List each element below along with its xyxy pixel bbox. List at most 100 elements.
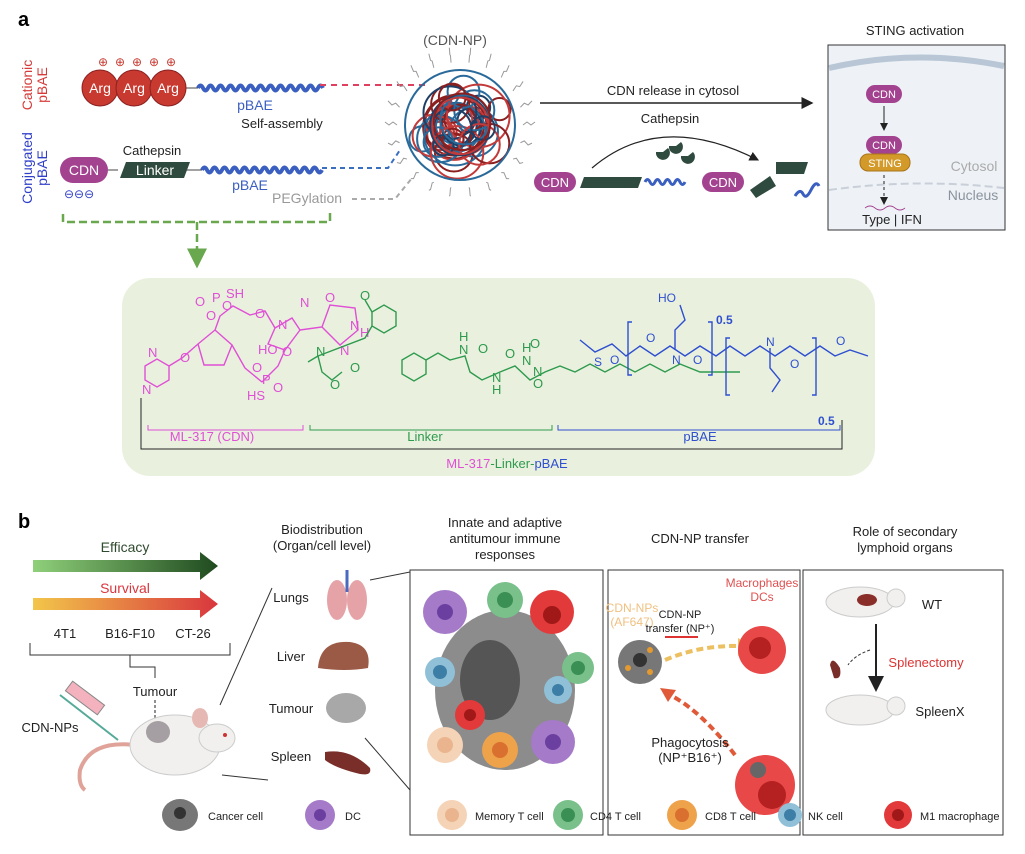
- peg-chain: [448, 47, 452, 63]
- cleavage-arrow: [591, 136, 760, 169]
- transfer-title: CDN-NP transfer: [651, 531, 750, 546]
- legend-m1-macrophage: M1 macrophage: [884, 801, 1000, 829]
- panel-a-letter: a: [18, 9, 30, 31]
- immune-title-3: responses: [475, 547, 535, 562]
- cell-membrane: [828, 54, 1005, 71]
- conjugate-name: ML-317-Linker-pBAE: [446, 456, 568, 471]
- peg-chain: [468, 187, 472, 197]
- linker-atoms: O N O O H N O O N H H N O O N: [316, 288, 543, 397]
- svg-text:N: N: [142, 382, 151, 397]
- svg-text:O: O: [505, 346, 515, 361]
- tumour-label: Tumour: [133, 684, 178, 699]
- model-b16f10: B16-F10: [105, 626, 155, 641]
- peg-chain: [485, 181, 492, 191]
- svg-text:O: O: [252, 360, 262, 375]
- linker-fragment-2: [776, 162, 808, 174]
- immune-title-2: antitumour immune: [449, 531, 560, 546]
- dna-icon: [864, 205, 906, 211]
- peg-chain: [522, 121, 536, 126]
- svg-text:0.5: 0.5: [818, 414, 835, 428]
- svg-text:NK cell: NK cell: [808, 811, 843, 823]
- immune-title-1: Innate and adaptive: [448, 515, 562, 530]
- svg-text:Cationic: Cationic: [19, 60, 35, 111]
- nanoparticle-label: (CDN-NP): [423, 32, 487, 48]
- pegylation-label: PEGylation: [272, 190, 342, 206]
- sting-title: STING activation: [866, 23, 964, 38]
- svg-text:O: O: [222, 298, 232, 313]
- phagocytosis-arrow: [669, 693, 737, 757]
- svg-text:O: O: [350, 360, 360, 375]
- svg-text:O: O: [530, 336, 540, 351]
- svg-text:M1 macrophage: M1 macrophage: [920, 811, 1000, 823]
- svg-text:N: N: [766, 335, 775, 349]
- peg-chain: [512, 81, 524, 92]
- conjugate-bracket: [61, 212, 332, 262]
- svg-text:⊕: ⊕: [115, 55, 125, 69]
- nucleus-label: Nucleus: [948, 187, 999, 203]
- sting-activation-box: [827, 44, 1006, 231]
- svg-text:O: O: [195, 294, 205, 309]
- svg-text:O: O: [646, 331, 655, 345]
- pbae-structure: [579, 304, 869, 396]
- phagocytosis-label: Phagocytosis: [651, 735, 729, 750]
- cdn-nanoparticle: [384, 47, 536, 197]
- sting-cdn-2: [866, 136, 902, 154]
- positive-charges: ⊕ ⊕ ⊕ ⊕ ⊕: [98, 55, 176, 69]
- svg-text:pBAE: pBAE: [34, 150, 50, 186]
- pbae-label-2: pBAE: [232, 177, 268, 193]
- liver-icon: [318, 641, 369, 670]
- svg-text:O: O: [610, 353, 619, 367]
- svg-text:Arg: Arg: [89, 80, 111, 96]
- spleen-icon: [325, 751, 371, 775]
- peg-chain: [396, 157, 408, 164]
- tumour-microenvironment: [423, 582, 594, 770]
- svg-text:H: H: [492, 382, 501, 397]
- svg-text:N: N: [533, 364, 542, 379]
- svg-text:N: N: [278, 317, 287, 332]
- svg-text:S: S: [594, 355, 602, 369]
- conjugate-full-bracket: [140, 398, 843, 450]
- transfer-label-1: CDN-NP: [659, 609, 702, 621]
- svg-text:⊕: ⊕: [132, 55, 142, 69]
- ml317-atoms: N N O O O P SH O O P O HS HO O O N N O N…: [142, 286, 369, 403]
- linker-structure: [307, 299, 740, 382]
- cdn-pill: [60, 157, 108, 183]
- sting-label: STING: [868, 158, 902, 170]
- release-label: CDN release in cytosol: [607, 83, 739, 98]
- legend: Cancer cell DC Memory T cell CD4 T cell …: [162, 799, 1000, 831]
- conjugated-pbae-label: Conjugated pBAE: [19, 132, 50, 204]
- svg-text:HO: HO: [658, 291, 676, 305]
- svg-text:O: O: [206, 308, 216, 323]
- ml317-bracket-label: ML-317 (CDN): [170, 429, 255, 444]
- peg-chain: [428, 181, 435, 191]
- ifn-label: Type | IFN: [862, 212, 922, 227]
- af647-label: (AF647): [610, 615, 653, 629]
- biodistribution-title: Biodistribution: [281, 522, 363, 537]
- legend-cancer-cell: Cancer cell: [162, 799, 263, 831]
- sting-cdn-label-2: CDN: [872, 140, 896, 152]
- linker-intact: [580, 177, 642, 188]
- svg-text:O: O: [255, 306, 265, 321]
- svg-text:H: H: [459, 329, 468, 344]
- polymer-strand: [429, 125, 485, 180]
- svg-text:H: H: [360, 325, 369, 340]
- sting-cdn-1: [866, 85, 902, 103]
- peg-chain: [410, 172, 419, 180]
- linker-fragment-1: [750, 176, 776, 198]
- cdn-label-intact: CDN: [541, 175, 569, 190]
- phagocyte-cell: [735, 755, 795, 815]
- svg-text:O: O: [273, 380, 283, 395]
- linker-shape: [120, 162, 190, 178]
- svg-text:⊕: ⊕: [98, 55, 108, 69]
- splenectomy-label: Splenectomy: [888, 655, 964, 670]
- wt-mouse-icon: [825, 586, 906, 618]
- svg-text:CD4 T cell: CD4 T cell: [590, 811, 641, 823]
- pbae-chain-cationic: [196, 83, 325, 93]
- spleenx-mouse-icon: [825, 694, 906, 726]
- svg-text:O: O: [478, 341, 488, 356]
- svg-text:N: N: [522, 353, 531, 368]
- wt-label: WT: [922, 597, 942, 612]
- efficacy-arrow: [33, 552, 218, 580]
- pbae-intact: [643, 178, 687, 186]
- peg-chain: [410, 65, 420, 78]
